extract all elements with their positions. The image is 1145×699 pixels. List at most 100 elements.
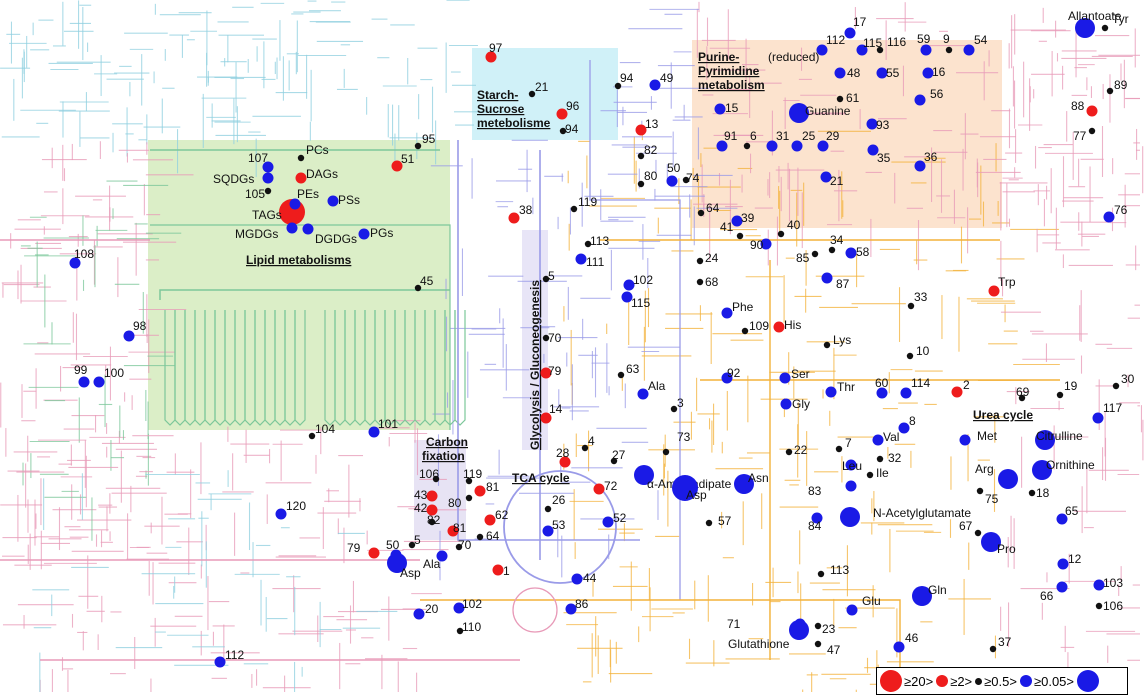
metabolite-marker bbox=[1113, 383, 1119, 389]
metabolite-label: 70 bbox=[458, 538, 472, 552]
metabolite-label: 58 bbox=[856, 245, 870, 259]
metabolite-label: 7 bbox=[845, 436, 852, 450]
metabolite-node: Citrulline bbox=[1035, 429, 1083, 450]
metabolite-label: Gln bbox=[928, 583, 947, 597]
metabolite-label: 107 bbox=[248, 151, 268, 165]
metabolite-label: 94 bbox=[565, 122, 579, 136]
metabolite-marker bbox=[650, 80, 661, 91]
metabolite-node: 88 bbox=[1071, 99, 1098, 117]
metabolite-node: 52 bbox=[603, 511, 627, 528]
metabolite-node: 111 bbox=[576, 254, 605, 270]
metabolite-marker bbox=[427, 491, 438, 502]
metabolite-marker bbox=[509, 213, 520, 224]
metabolite-label: 28 bbox=[556, 446, 570, 460]
metabolite-label: 39 bbox=[741, 211, 755, 225]
metabolite-marker bbox=[840, 507, 860, 527]
metabolite-label: Ornithine bbox=[1046, 458, 1095, 472]
metabolite-node: 120 bbox=[276, 499, 307, 520]
metabolite-node: 108 bbox=[70, 247, 95, 269]
metabolite-label: 37 bbox=[998, 635, 1012, 649]
metabolite-label: Met bbox=[977, 429, 998, 443]
metabolite-node: 10 bbox=[907, 344, 930, 359]
legend-label: ≥20> bbox=[904, 674, 933, 689]
metabolite-marker bbox=[907, 353, 913, 359]
metabolite-label: 60 bbox=[875, 376, 889, 390]
metabolite-marker bbox=[722, 308, 733, 319]
metabolite-node: N-Acetylglutamate bbox=[840, 506, 971, 527]
metabolite-label: TAGs bbox=[252, 208, 282, 222]
metabolite-label: 92 bbox=[727, 366, 741, 380]
metabolite-node: 37 bbox=[990, 635, 1012, 652]
metabolite-label: Phe bbox=[732, 300, 754, 314]
legend-item: ≥0.5> bbox=[975, 674, 1017, 689]
metabolite-label: His bbox=[784, 318, 801, 332]
metabolite-marker bbox=[466, 495, 472, 501]
metabolite-marker bbox=[960, 435, 971, 446]
metabolite-marker bbox=[837, 96, 843, 102]
metabolite-marker bbox=[698, 210, 704, 216]
metabolite-label: 31 bbox=[776, 129, 790, 143]
metabolite-node: 28 bbox=[556, 446, 571, 468]
metabolite-label: 99 bbox=[74, 363, 88, 377]
metabolite-label: 48 bbox=[847, 66, 861, 80]
metabolite-label: 64 bbox=[486, 529, 500, 543]
legend-item: ≥20> bbox=[880, 670, 933, 692]
metabolite-label: 2 bbox=[963, 378, 970, 392]
metabolite-marker bbox=[901, 388, 912, 399]
metabolite-marker bbox=[79, 377, 90, 388]
metabolite-label: 77 bbox=[1073, 129, 1087, 143]
metabolite-node: 76 bbox=[1104, 203, 1128, 223]
metabolite-node: (reduced) bbox=[768, 50, 819, 64]
purine-region-label-2: Pyrimidine bbox=[698, 64, 760, 78]
metabolite-node: 23 bbox=[815, 622, 836, 636]
metabolite-marker bbox=[697, 258, 703, 264]
metabolite-node: 77 bbox=[1073, 128, 1095, 143]
metabolite-node: 22 bbox=[786, 443, 808, 457]
metabolite-label: 56 bbox=[930, 87, 944, 101]
metabolite-label: 6 bbox=[750, 129, 757, 143]
metabolite-label: 104 bbox=[315, 422, 335, 436]
legend-item: ≥0.05> bbox=[1020, 674, 1074, 689]
metabolite-marker bbox=[303, 224, 314, 235]
metabolite-label: 14 bbox=[549, 402, 563, 416]
metabolite-marker bbox=[1089, 128, 1095, 134]
metabolite-label: 106 bbox=[419, 467, 439, 481]
metabolite-node: Gly bbox=[781, 397, 811, 411]
metabolite-label: 17 bbox=[853, 15, 867, 29]
metabolite-node: 32 bbox=[877, 451, 902, 465]
metabolite-node: 20 bbox=[414, 602, 439, 620]
metabolite-node: 87 bbox=[822, 273, 850, 292]
metabolite-label: 4 bbox=[588, 434, 595, 448]
metabolite-marker bbox=[829, 247, 835, 253]
metabolite-label: 13 bbox=[645, 117, 659, 131]
metabolite-marker bbox=[873, 435, 884, 446]
metabolite-label: Thr bbox=[837, 380, 855, 394]
metabolite-label: 53 bbox=[552, 518, 566, 532]
metabolite-label: PEs bbox=[297, 187, 319, 201]
metabolite-label: 108 bbox=[74, 247, 94, 261]
metabolite-marker bbox=[296, 173, 307, 184]
metabolite-label: 33 bbox=[914, 290, 928, 304]
metabolite-node: 102 bbox=[624, 273, 654, 291]
metabolite-marker bbox=[964, 45, 975, 56]
metabolite-marker bbox=[1087, 106, 1098, 117]
metabolite-node: 115 bbox=[622, 292, 651, 311]
metabolite-label: 52 bbox=[613, 511, 627, 525]
metabolite-marker bbox=[824, 342, 830, 348]
metabolite-marker bbox=[215, 657, 226, 668]
metabolite-marker bbox=[847, 605, 858, 616]
metabolite-label: 73 bbox=[677, 430, 691, 444]
metabolite-node: 34 bbox=[829, 233, 844, 253]
metabolite-label: 79 bbox=[347, 541, 361, 555]
metabolite-node: Leu bbox=[842, 459, 862, 473]
metabolite-marker bbox=[1096, 603, 1102, 609]
metabolite-marker bbox=[618, 372, 624, 378]
metabolite-label: Tyr bbox=[1112, 12, 1129, 26]
metabolite-node: 119 bbox=[463, 467, 482, 484]
metabolite-label: 72 bbox=[604, 479, 618, 493]
metabolite-marker bbox=[1107, 88, 1113, 94]
metabolite-label: 82 bbox=[644, 143, 658, 157]
metabolite-marker bbox=[877, 456, 883, 462]
metabolite-node: 27 bbox=[611, 448, 626, 464]
metabolite-marker bbox=[576, 254, 587, 265]
